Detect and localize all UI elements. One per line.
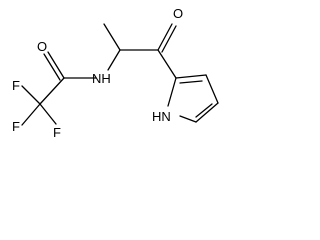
bond-cf3-f-left [21, 103, 41, 126]
bond-ketone-pyrrole [157, 49, 177, 79]
bond-ch-methyl [103, 23, 121, 51]
bond-ketone-c-o-2 [161, 25, 177, 53]
atom-o-ketone: O [173, 6, 183, 21]
atom-f-top: F [12, 78, 20, 93]
bond-n-ch [107, 49, 121, 71]
bond-pyrrole-c3-c4 [205, 74, 219, 104]
bond-pyrrole-n-c2 [167, 77, 177, 107]
bond-cf3-f-bottom [39, 103, 57, 125]
bond-pyrrole-c5-n [179, 115, 197, 123]
atom-f-left: F [12, 119, 20, 134]
bond-pyrrole-double-c4-c5 [195, 103, 213, 118]
bond-pyrrole-double-c2-c3 [179, 80, 203, 84]
bond-pyrrole-c4-c5 [195, 102, 219, 123]
bond-ketone-c-o-1 [157, 23, 173, 51]
bond-pyrrole-c2-c3 [175, 74, 207, 79]
bond-cf3-f-top [21, 85, 41, 105]
atom-f-bottom: F [53, 125, 61, 140]
atom-nh-amide: NH [92, 71, 111, 86]
atom-nh-pyrrole: HN [152, 109, 171, 124]
atom-o-amide: O [37, 39, 47, 54]
structure-diagram: O NH F F F O HN [12, 6, 219, 140]
bond-amide-c-o-1 [47, 51, 65, 79]
bond-cf3-carbonyl [39, 77, 65, 105]
bond-amide-c-o-2 [43, 53, 61, 81]
